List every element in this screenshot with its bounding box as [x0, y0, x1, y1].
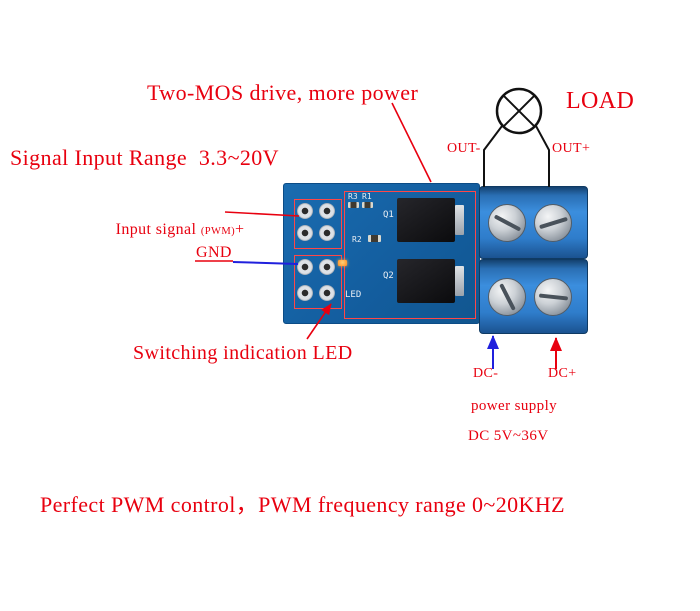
screw-slot	[538, 293, 568, 301]
through-hole-pad	[297, 225, 313, 241]
through-hole-pad	[319, 225, 335, 241]
terminal-screw-out-minus	[488, 204, 526, 242]
resistor-r1	[362, 202, 373, 208]
silkscreen-label-led: LED	[345, 290, 362, 300]
through-hole-pad	[297, 285, 313, 301]
load-lamp-icon	[495, 87, 543, 135]
input-signal-plus-text: +	[235, 221, 245, 239]
annotation-dc-plus: DC+	[548, 366, 577, 381]
input-pad-silkscreen-top	[294, 199, 342, 249]
pointer-line-two-mos	[391, 102, 432, 183]
through-hole-pad	[319, 203, 335, 219]
pcb-board: R3 R1 Q1 R2 Q2 LED	[283, 183, 480, 324]
silkscreen-label-q1: Q1	[383, 210, 394, 220]
annotation-switching-led: Switching indication LED	[133, 342, 353, 364]
annotation-out-minus: OUT-	[447, 141, 481, 156]
silkscreen-label-r2: R2	[352, 235, 362, 244]
lamp-lead-right	[535, 125, 550, 187]
mosfet-q2	[397, 259, 455, 303]
terminal-screw-dc-plus	[534, 278, 572, 316]
terminal-screw-out-plus	[534, 204, 572, 242]
through-hole-pad	[319, 259, 335, 275]
annotation-dc-voltage-range: DC 5V~36V	[468, 428, 549, 444]
input-signal-text: Input signal	[115, 221, 201, 239]
silkscreen-label-r3: R3	[348, 192, 358, 201]
mosfet-q1-tab	[455, 205, 464, 235]
input-signal-pwm-text: (PWM)	[200, 226, 236, 238]
annotation-input-signal: Input signal (PWM)+	[98, 203, 244, 258]
mosfet-silkscreen-frame	[344, 191, 476, 319]
annotation-signal-input-range: Signal Input Range 3.3~20V	[10, 145, 279, 170]
lamp-cross-line	[502, 94, 536, 128]
annotation-power-supply: power supply	[471, 398, 558, 414]
mosfet-q2-tab	[455, 266, 464, 296]
screw-slot	[493, 214, 521, 232]
through-hole-pad	[297, 203, 313, 219]
screw-slot	[498, 283, 516, 311]
annotation-pwm-frequency: Perfect PWM control，PWM frequency range …	[40, 492, 565, 517]
annotation-two-mos-drive: Two-MOS drive, more power	[147, 80, 419, 105]
annotation-dc-minus: DC-	[473, 366, 499, 381]
lamp-cross-line	[502, 94, 536, 128]
through-hole-pad	[319, 285, 335, 301]
annotation-gnd: GND	[196, 244, 232, 261]
resistor-r3	[348, 202, 359, 208]
resistor-r2	[368, 235, 381, 242]
silkscreen-label-q2: Q2	[383, 271, 394, 281]
terminal-screw-dc-minus	[488, 278, 526, 316]
through-hole-pad	[297, 259, 313, 275]
silkscreen-label-r1: R1	[362, 192, 372, 201]
annotation-load: LOAD	[566, 88, 635, 114]
screw-slot	[538, 216, 568, 230]
annotation-out-plus: OUT+	[552, 141, 591, 156]
status-led	[338, 260, 347, 266]
mosfet-q1	[397, 198, 455, 242]
lamp-lead-left	[483, 125, 503, 187]
